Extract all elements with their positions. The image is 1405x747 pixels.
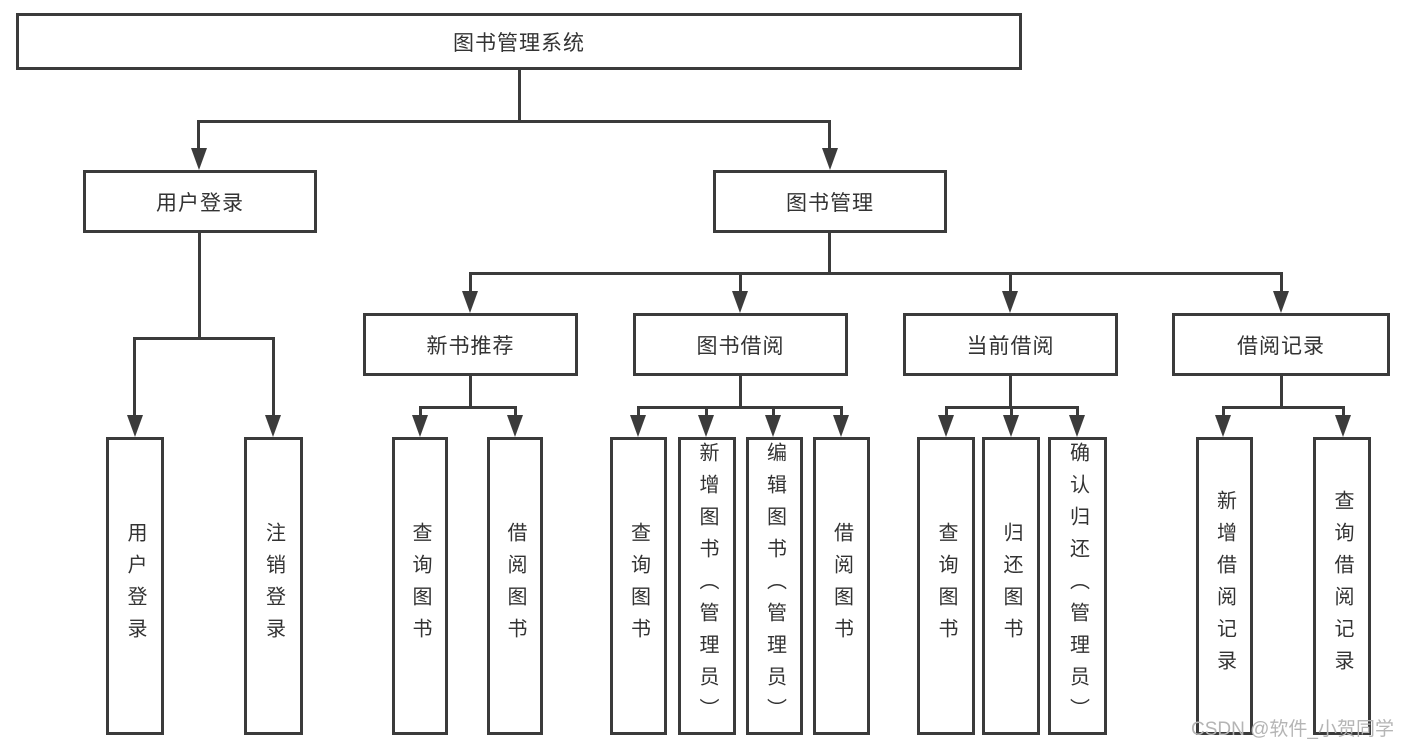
node-label: 当前借阅: [966, 334, 1055, 358]
connector-line: [1280, 376, 1283, 407]
connector-line: [705, 406, 708, 416]
leaf-add-books-admin: 新增图书（管理员）: [678, 437, 736, 735]
connector-line: [1222, 406, 1225, 416]
node-book-management: 图书管理: [713, 170, 947, 233]
connector-line: [469, 272, 472, 293]
leaf-query-borrow-record: 查询借阅记录: [1313, 437, 1371, 735]
leaf-label: 确认归还（管理员）: [1066, 442, 1089, 730]
node-book-borrowing: 图书借阅: [633, 313, 848, 376]
arrow-down-icon: [822, 148, 838, 170]
leaf-borrow-books: 借阅图书: [487, 437, 543, 735]
leaf-edit-books-admin: 编辑图书（管理员）: [746, 437, 803, 735]
node-label: 图书管理: [786, 191, 874, 215]
node-borrowing-records: 借阅记录: [1172, 313, 1390, 376]
leaf-logout: 注销登录: [244, 437, 303, 735]
arrow-down-icon: [698, 415, 714, 437]
connector-line: [828, 233, 831, 274]
connector-line: [197, 120, 831, 123]
arrow-down-icon: [265, 415, 281, 437]
leaf-borrow-books: 借阅图书: [813, 437, 870, 735]
connector-line: [1009, 272, 1012, 293]
leaf-query-books: 查询图书: [917, 437, 975, 735]
connector-line: [1280, 272, 1283, 293]
leaf-label: 查询图书: [935, 522, 957, 650]
node-current-borrowing: 当前借阅: [903, 313, 1118, 376]
node-library-management-system: 图书管理系统: [16, 13, 1022, 70]
arrow-down-icon: [412, 415, 428, 437]
arrow-down-icon: [191, 148, 207, 170]
connector-line: [1342, 406, 1345, 416]
leaf-label: 新增借阅记录: [1213, 490, 1236, 682]
connector-line: [1010, 406, 1013, 416]
leaf-query-books: 查询图书: [610, 437, 667, 735]
connector-line: [419, 406, 422, 416]
connector-line: [133, 337, 136, 417]
node-label: 用户登录: [156, 191, 244, 215]
connector-line: [198, 233, 201, 339]
csdn-watermark: CSDN @软件_小贺同学: [1191, 719, 1394, 740]
arrow-down-icon: [1273, 291, 1289, 313]
connector-line: [772, 406, 775, 416]
connector-line: [272, 337, 275, 417]
leaf-label: 注销登录: [262, 522, 285, 650]
connector-line: [1009, 376, 1012, 407]
arrow-down-icon: [765, 415, 781, 437]
node-label: 图书借阅: [696, 334, 785, 358]
connector-line: [419, 406, 516, 409]
arrow-down-icon: [732, 291, 748, 313]
arrow-down-icon: [1003, 415, 1019, 437]
connector-line: [1076, 406, 1079, 416]
arrow-down-icon: [1335, 415, 1351, 437]
node-label: 新书推荐: [426, 334, 515, 358]
connector-line: [514, 406, 517, 416]
leaf-add-borrow-record: 新增借阅记录: [1196, 437, 1253, 735]
connector-line: [739, 376, 742, 407]
connector-line: [739, 272, 742, 293]
leaf-label: 查询图书: [409, 522, 431, 650]
arrow-down-icon: [630, 415, 646, 437]
connector-line: [134, 337, 275, 340]
leaf-confirm-return-admin: 确认归还（管理员）: [1048, 437, 1107, 735]
leaf-label: 用户登录: [124, 522, 146, 650]
leaf-label: 查询借阅记录: [1331, 490, 1353, 682]
arrow-down-icon: [127, 415, 143, 437]
leaf-label: 编辑图书（管理员）: [763, 442, 786, 730]
leaf-label: 查询图书: [627, 522, 650, 650]
arrow-down-icon: [938, 415, 954, 437]
connector-line: [945, 406, 948, 416]
node-label: 借阅记录: [1237, 334, 1325, 358]
connector-line: [637, 406, 640, 416]
node-new-book-recommendation: 新书推荐: [363, 313, 578, 376]
leaf-label: 新增图书（管理员）: [696, 442, 718, 730]
leaf-return-books: 归还图书: [982, 437, 1040, 735]
leaf-query-books: 查询图书: [392, 437, 448, 735]
arrow-down-icon: [462, 291, 478, 313]
connector-line: [469, 272, 1282, 275]
arrow-down-icon: [833, 415, 849, 437]
connector-line: [840, 406, 843, 416]
connector-line: [469, 376, 472, 407]
connector-line: [637, 406, 843, 409]
leaf-label: 归还图书: [1000, 522, 1022, 650]
leaf-user-login: 用户登录: [106, 437, 164, 735]
arrow-down-icon: [1002, 291, 1018, 313]
arrow-down-icon: [1069, 415, 1085, 437]
connector-line: [518, 70, 521, 122]
connector-line: [828, 120, 831, 150]
arrow-down-icon: [1215, 415, 1231, 437]
arrow-down-icon: [507, 415, 523, 437]
leaf-label: 借阅图书: [830, 522, 853, 650]
node-user-login: 用户登录: [83, 170, 317, 233]
connector-line: [1222, 406, 1345, 409]
leaf-label: 借阅图书: [504, 522, 526, 650]
connector-line: [197, 120, 200, 150]
node-label: 图书管理系统: [453, 31, 585, 55]
